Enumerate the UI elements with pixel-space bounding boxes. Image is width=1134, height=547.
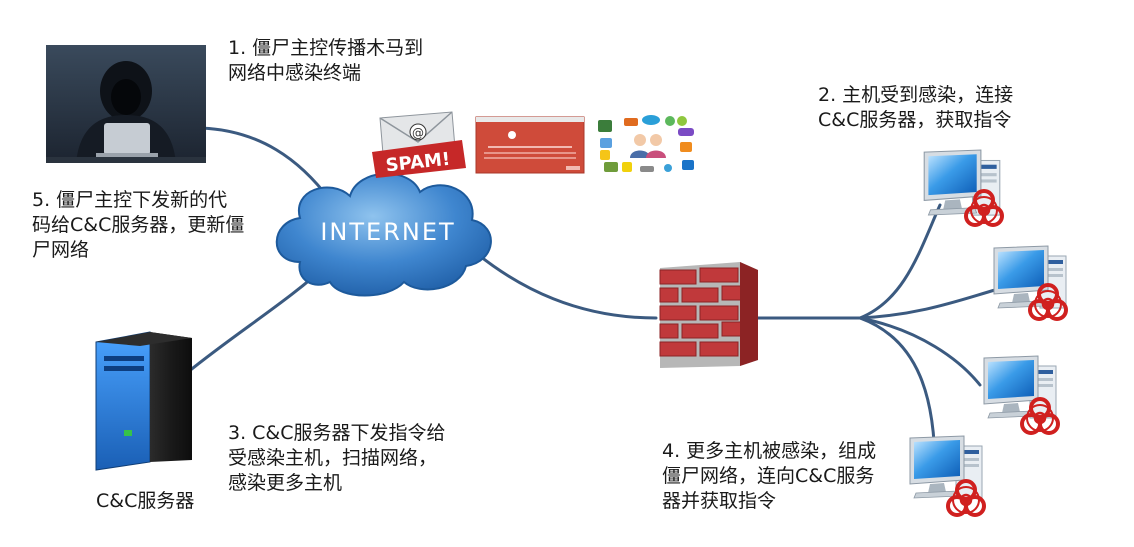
- svg-text:@: @: [412, 126, 424, 140]
- hacker-image: [46, 45, 206, 163]
- infected-pc-1: [923, 149, 1004, 227]
- link-internet-firewall: [468, 246, 658, 320]
- step3-line1: 3. C&C服务器下发指令给: [228, 422, 446, 444]
- step2-line1: 2. 主机受到感染，连接: [818, 84, 1014, 106]
- warning-dialog-thumbnail: [475, 116, 585, 174]
- step4-line1: 4. 更多主机被感染，组成: [662, 440, 877, 462]
- step1-line1: 1. 僵尸主控传播木马到: [228, 37, 424, 59]
- cc-server-label: C&C服务器: [96, 490, 195, 512]
- messaging-apps-icon: [598, 115, 694, 172]
- infected-pc-4: [909, 435, 986, 517]
- step1-line2: 网络中感染终端: [228, 62, 362, 84]
- link-hacker-internet: [198, 126, 332, 202]
- step5-text: 5. 僵尸主控下发新的代 码给C&C服务器，更新僵 尸网络: [32, 188, 244, 263]
- step3-line2: 受感染主机，扫描网络，: [228, 447, 438, 469]
- infected-pc-3: [983, 355, 1060, 435]
- step4-line3: 器并获取指令: [662, 490, 777, 512]
- step5-line3: 尸网络: [32, 239, 90, 261]
- step3-line3: 感染更多主机: [228, 472, 343, 494]
- connection-links: [186, 126, 997, 472]
- step5-line2: 码给C&C服务器，更新僵: [32, 214, 245, 236]
- step2-text: 2. 主机受到感染，连接 C&C服务器，获取指令: [818, 83, 1013, 133]
- step4-line2: 僵尸网络，连向C&C服务: [662, 465, 875, 487]
- internet-label: INTERNET: [320, 218, 455, 246]
- link-hub-pc3: [858, 316, 982, 387]
- step5-line1: 5. 僵尸主控下发新的代: [32, 189, 228, 211]
- internet-cloud-icon: INTERNET: [275, 172, 492, 297]
- spam-email-icon: @ SPAM!: [372, 111, 466, 178]
- cc-server-icon: [95, 331, 192, 471]
- step2-line2: C&C服务器，获取指令: [818, 109, 1012, 131]
- step3-text: 3. C&C服务器下发指令给 受感染主机，扫描网络， 感染更多主机: [228, 421, 446, 496]
- link-hub-pc1: [858, 203, 942, 320]
- step4-text: 4. 更多主机被感染，组成 僵尸网络，连向C&C服务 器并获取指令: [662, 439, 876, 514]
- link-hub-pc2: [858, 288, 997, 320]
- step1-text: 1. 僵尸主控传播木马到 网络中感染终端: [228, 36, 423, 86]
- infected-pc-2: [993, 245, 1068, 321]
- firewall-icon: [659, 262, 758, 368]
